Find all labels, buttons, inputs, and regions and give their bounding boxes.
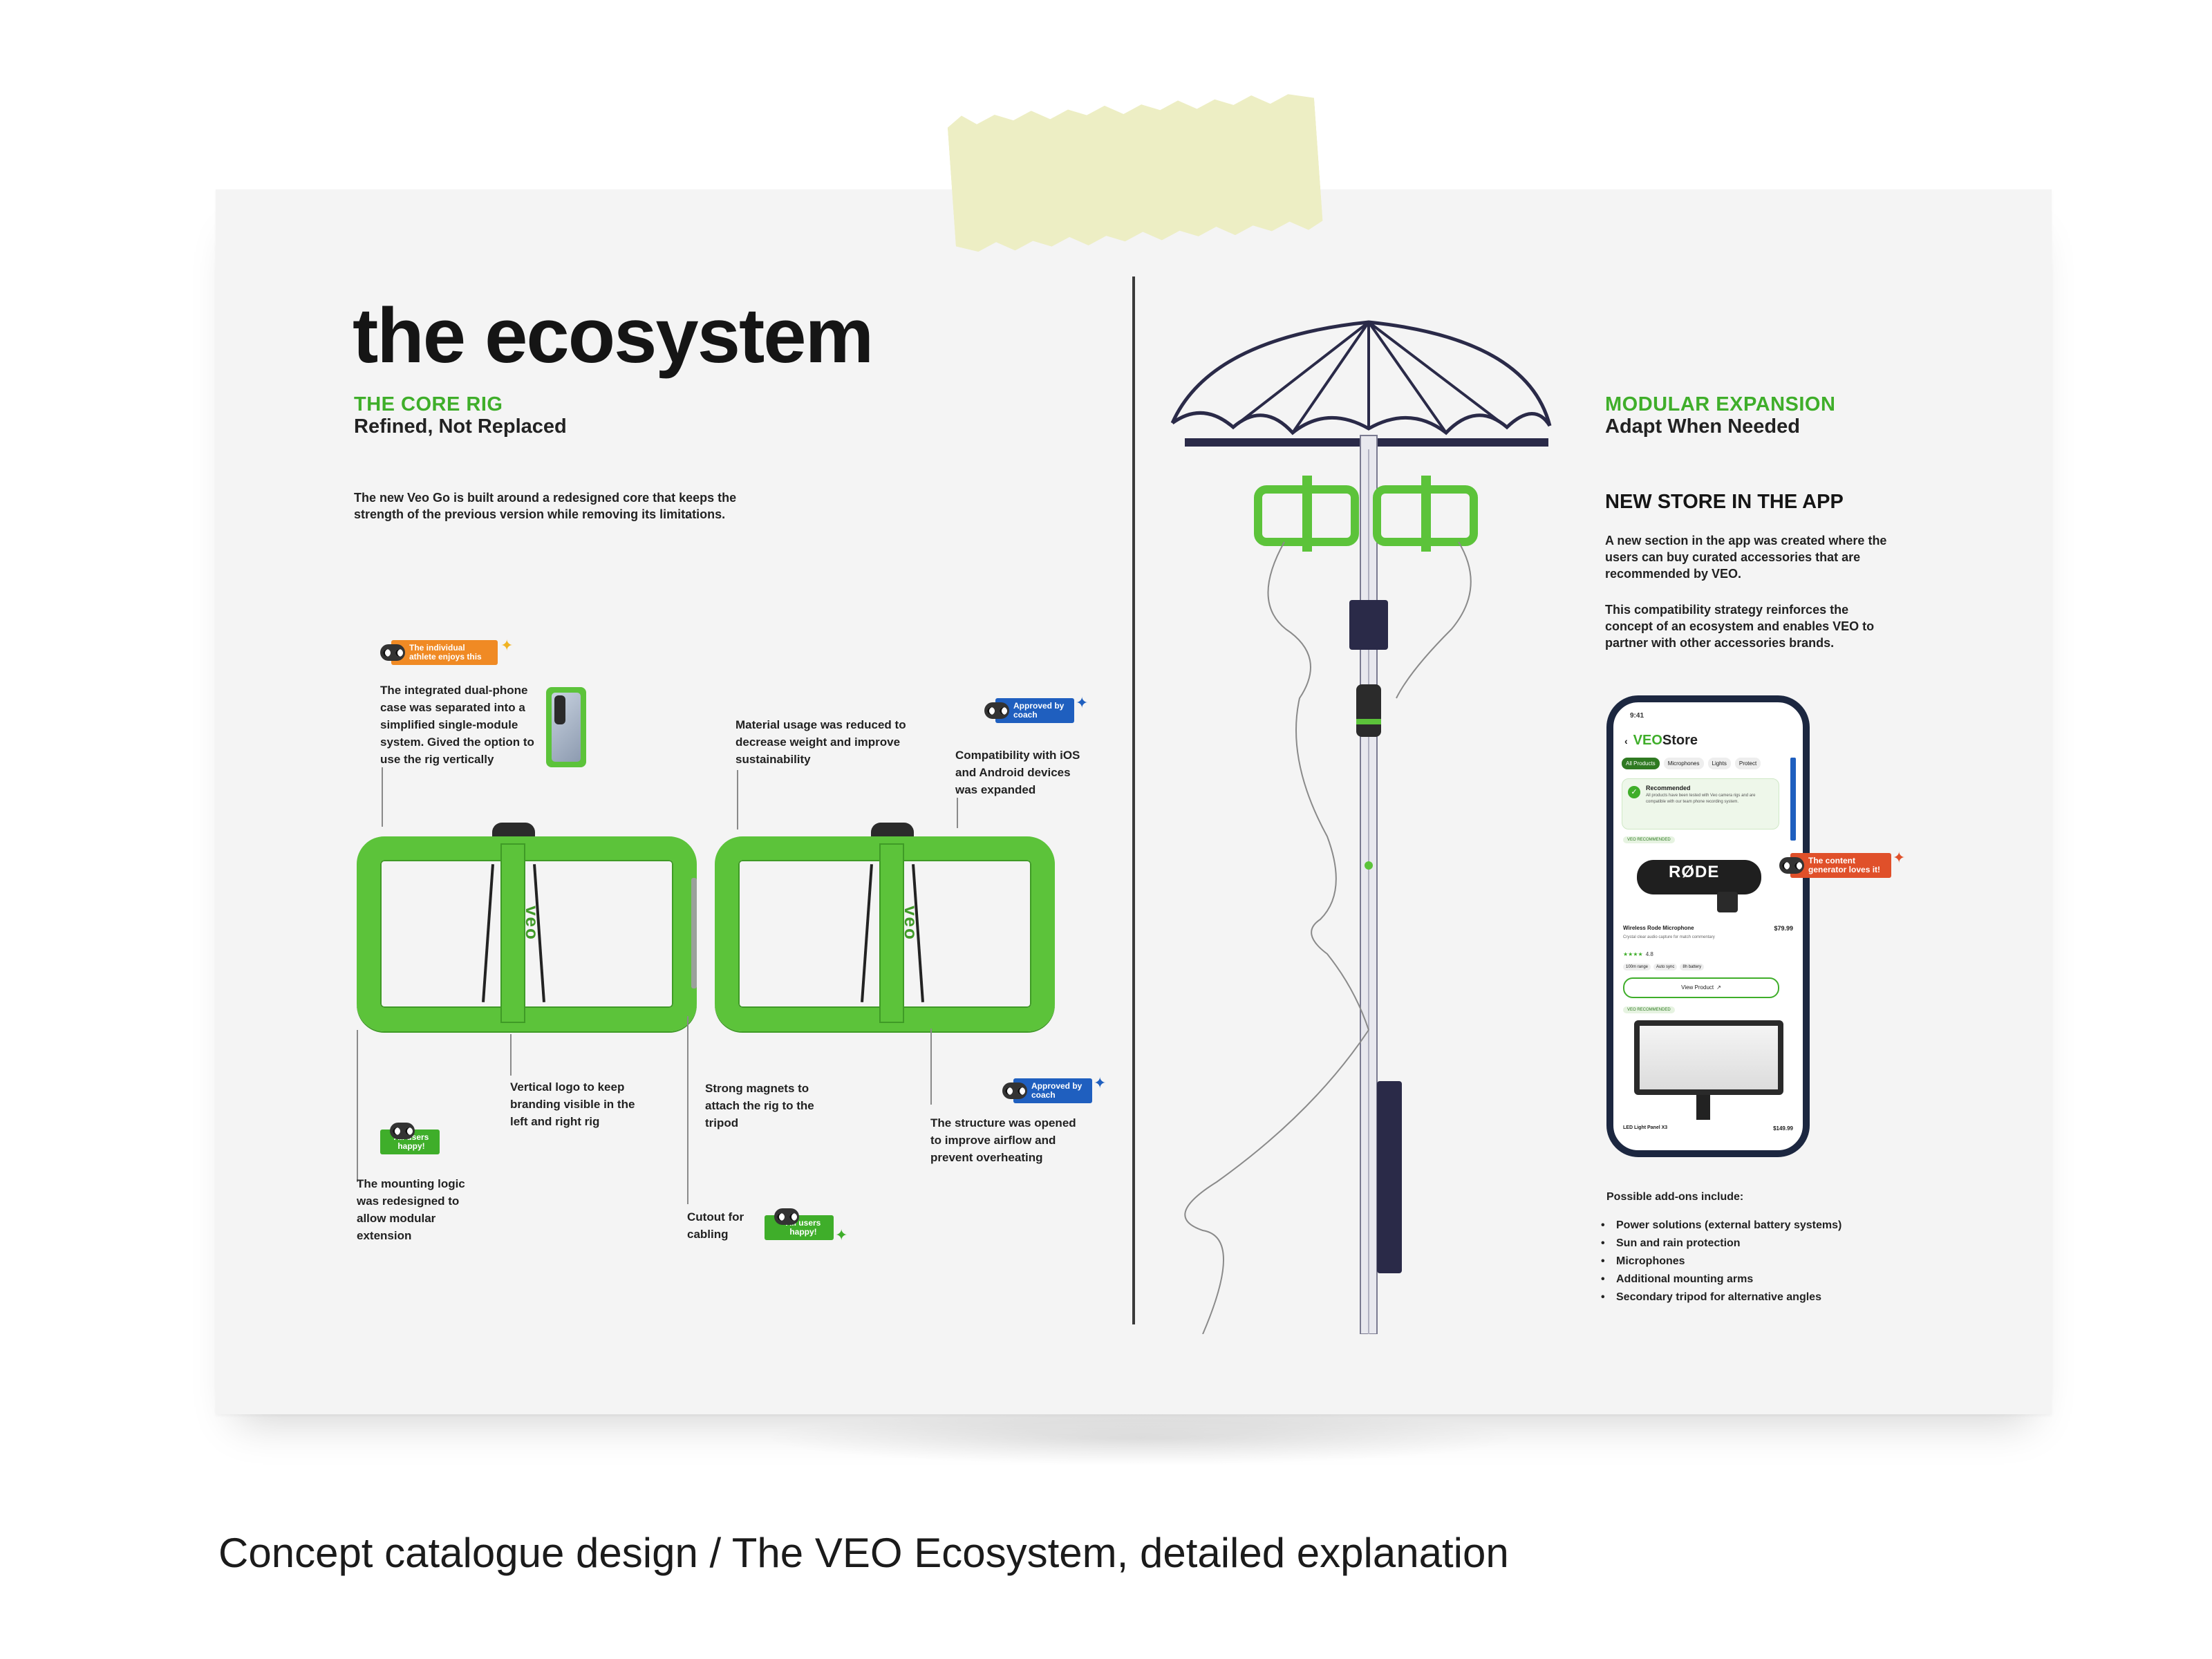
product-chips: 100m range Auto sync 8h battery: [1623, 964, 1705, 971]
content-generator-badge: The content generator loves it! ✦: [1779, 849, 1905, 878]
athlete-badge: The individual athlete enjoys this ✦: [380, 637, 514, 665]
coach-badge-2: Approved by coach ✦: [1002, 1074, 1106, 1103]
product-name: Wireless Rode Microphone: [1623, 925, 1694, 931]
sparkle-icon: ✦: [1094, 1074, 1107, 1091]
eyes-mascot-icon: [774, 1208, 799, 1225]
addons-list: Power solutions (external battery system…: [1601, 1217, 1947, 1306]
sparkle-icon: ✦: [500, 637, 514, 654]
sheet-shadow: [760, 1410, 1521, 1465]
check-icon: ✓: [1628, 786, 1640, 798]
eyes-mascot-icon: [380, 644, 405, 661]
recommended-label: VEO RECOMMENDED: [1623, 836, 1675, 843]
recommended-card: ✓ Recommended All products have been tes…: [1622, 778, 1779, 830]
leader-line: [930, 1029, 932, 1105]
back-chevron-icon[interactable]: ‹: [1624, 735, 1628, 747]
vertical-veo-logo: veo: [900, 906, 921, 941]
modular-subtitle: Adapt When Needed: [1605, 415, 1800, 438]
vertical-veo-logo: veo: [521, 906, 543, 941]
core-rig-kicker: THE CORE RIG: [354, 393, 503, 415]
core-rig-right: veo: [715, 823, 1055, 1031]
view-product-button[interactable]: View Product↗: [1623, 977, 1779, 998]
tab-all-products[interactable]: All Products: [1622, 758, 1660, 769]
store-header: ‹VEOStore: [1624, 733, 1698, 748]
product-description: Crystal clear audio capture for match co…: [1623, 935, 1715, 939]
leader-line: [382, 767, 383, 827]
tripod-illustration: [1170, 320, 1552, 1334]
annotation-magnets: Strong magnets to attach the rig to the …: [705, 1082, 814, 1130]
store-app-phone: 9:41 ‹VEOStore All Products Microphones …: [1606, 695, 1810, 1157]
figure-caption: Concept catalogue design / The VEO Ecosy…: [218, 1530, 1509, 1576]
star-icon: ★★★★: [1623, 951, 1643, 957]
status-time: 9:41: [1630, 712, 1644, 720]
store-paragraph-1: A new section in the app was created whe…: [1605, 534, 1887, 581]
magnet-hinge: [691, 878, 697, 988]
annotation-mounting: The mounting logic was redesigned to all…: [357, 1177, 465, 1242]
tab-microphones[interactable]: Microphones: [1663, 758, 1704, 769]
leader-line: [510, 1034, 512, 1076]
core-rig-intro: The new Veo Go is built around a redesig…: [354, 491, 737, 521]
users-badge-1: All users happy!: [380, 1123, 440, 1154]
leader-line: [737, 770, 738, 830]
page-title: the ecosystem: [353, 292, 874, 379]
annotation-cutout: Cutout for cabling: [687, 1210, 744, 1241]
annotation-material: Material usage was reduced to decrease w…: [735, 718, 906, 766]
page-divider: [1132, 276, 1135, 1324]
addons-heading: Possible add-ons include:: [1606, 1191, 1744, 1203]
rating: ★★★★4.8: [1623, 951, 1653, 957]
store-paragraph-2: This compatibility strategy reinforces t…: [1605, 603, 1875, 650]
eyes-mascot-icon: [390, 1123, 415, 1139]
sparkle-icon: ✦: [1893, 849, 1906, 866]
eyes-mascot-icon: [1002, 1082, 1027, 1099]
annotation-compatibility: Compatibility with iOS and Android devic…: [955, 749, 1080, 796]
second-product-price: $149.99: [1773, 1125, 1793, 1132]
modular-kicker: MODULAR EXPANSION: [1605, 393, 1836, 415]
annotation-airflow: The structure was opened to improve airf…: [930, 1116, 1076, 1164]
addon-item: Additional mounting arms: [1601, 1271, 1947, 1288]
core-rig-left: veo: [357, 823, 697, 1031]
sparkle-icon: ✦: [835, 1226, 848, 1244]
led-light-image: [1634, 1020, 1783, 1095]
coach-badge-1: Approved by coach ✦: [984, 694, 1088, 723]
tab-lights[interactable]: Lights: [1707, 758, 1731, 769]
users-badge-2: All users happy! ✦: [765, 1208, 848, 1244]
store-heading: NEW STORE IN THE APP: [1605, 491, 1844, 513]
leader-line: [357, 1030, 358, 1182]
sparkle-icon: ✦: [1076, 694, 1089, 711]
annotation-dual-phone: The integrated dual-phone case was separ…: [380, 684, 534, 766]
phone-side-button: [1790, 758, 1796, 841]
second-product-name: LED Light Panel X3: [1623, 1125, 1668, 1130]
external-link-icon: ↗: [1716, 984, 1721, 991]
product-price: $79.99: [1774, 925, 1793, 932]
addon-item: Microphones: [1601, 1253, 1947, 1271]
phone-module-thumbnail: [546, 687, 586, 767]
eyes-mascot-icon: [984, 702, 1009, 719]
store-tabs: All Products Microphones Lights Protect: [1622, 758, 1761, 769]
eyes-mascot-icon: [1779, 857, 1804, 874]
tab-protect[interactable]: Protect: [1734, 758, 1761, 769]
addon-item: Sun and rain protection: [1601, 1235, 1947, 1253]
core-rig-subtitle: Refined, Not Replaced: [354, 415, 567, 438]
light-stand: [1696, 1095, 1710, 1120]
microphone-image: RØDE: [1634, 850, 1765, 914]
recommended-label-2: VEO RECOMMENDED: [1623, 1006, 1675, 1013]
addon-item: Secondary tripod for alternative angles: [1601, 1288, 1947, 1306]
leader-line: [957, 798, 958, 828]
annotation-vertical-logo: Vertical logo to keep branding visible i…: [510, 1080, 635, 1128]
leader-line: [687, 1016, 688, 1204]
addon-item: Power solutions (external battery system…: [1601, 1217, 1947, 1235]
